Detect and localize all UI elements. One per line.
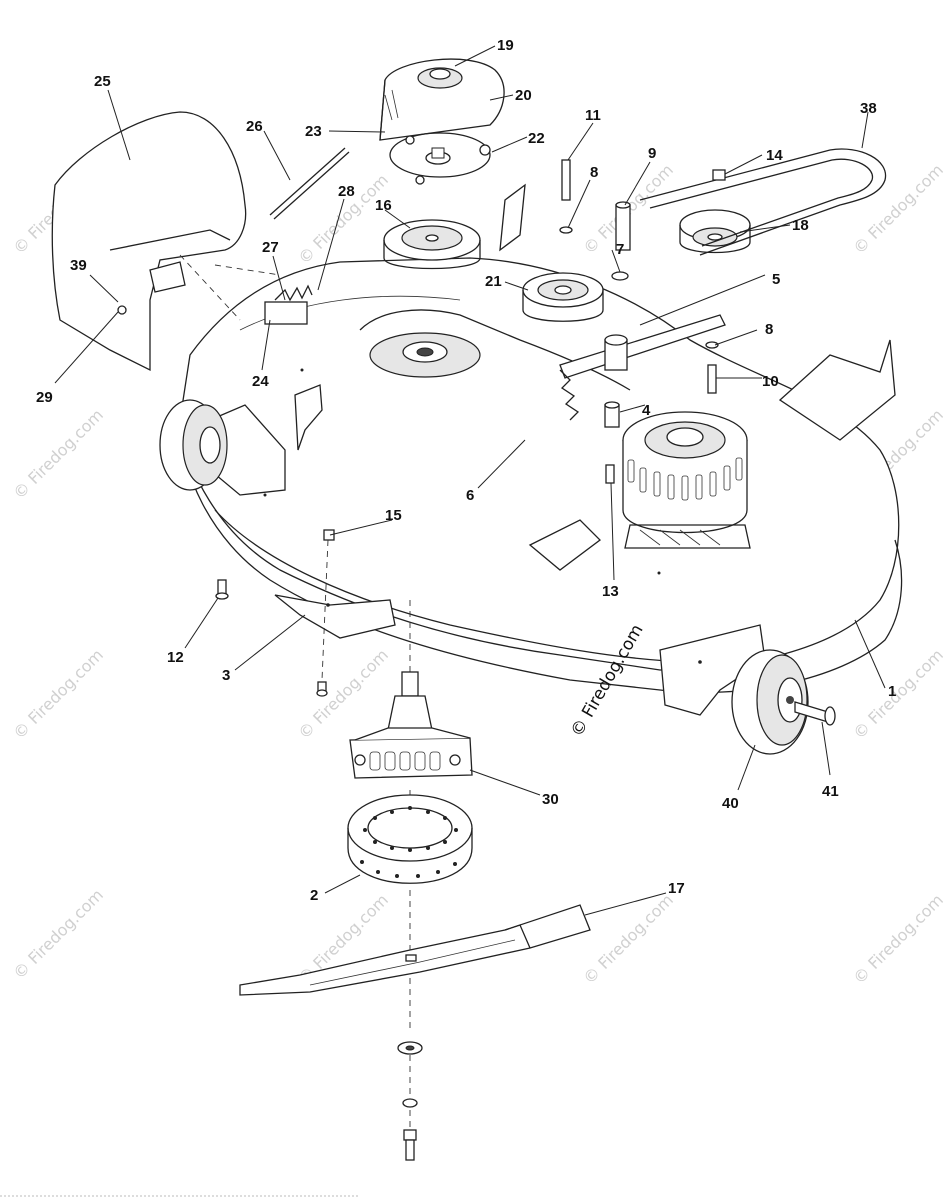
blade-adapter-ring — [347, 794, 473, 884]
callout-38: 38 — [860, 100, 877, 117]
main-pulley — [383, 219, 481, 270]
callout-4: 4 — [642, 402, 651, 419]
idler-pulley-right — [679, 209, 751, 254]
discharge-chute — [51, 111, 247, 372]
callout-13: 13 — [602, 583, 619, 600]
callout-5: 5 — [772, 271, 780, 288]
watermark: © Firedog.com — [849, 890, 943, 988]
watermark: © Firedog.com — [9, 405, 107, 503]
spindle-assembly — [349, 671, 473, 779]
callout-29: 29 — [36, 389, 53, 406]
callout-8-lower: 8 — [765, 321, 773, 338]
callout-39: 39 — [70, 257, 87, 274]
watermark: © Firedog.com — [849, 160, 943, 258]
callout-16: 16 — [375, 197, 392, 214]
watermark: © Firedog.com — [579, 890, 677, 988]
blade-hardware — [397, 1041, 423, 1161]
hardware — [215, 159, 726, 697]
front-left-wheel — [159, 399, 228, 491]
callout-9: 9 — [648, 145, 656, 162]
idler-pulley-center — [522, 272, 604, 322]
callout-21: 21 — [485, 273, 502, 290]
callout-6: 6 — [466, 487, 474, 504]
callout-2: 2 — [310, 887, 318, 904]
callout-15: 15 — [385, 507, 402, 524]
callout-40: 40 — [722, 795, 739, 812]
callout-41: 41 — [822, 783, 839, 800]
callout-11: 11 — [585, 107, 601, 124]
callout-1: 1 — [888, 683, 896, 700]
spindle-pulley-top — [405, 135, 491, 185]
callout-24: 24 — [252, 373, 269, 390]
callout-18: 18 — [792, 217, 809, 234]
callout-12: 12 — [167, 649, 184, 666]
callout-17: 17 — [668, 880, 685, 897]
rear-right-wheel — [731, 649, 809, 755]
callout-28: 28 — [338, 183, 355, 200]
drive-belt — [639, 148, 887, 256]
callout-8-upper: 8 — [590, 164, 598, 181]
callout-26: 26 — [246, 118, 263, 135]
callout-3: 3 — [222, 667, 230, 684]
callout-20: 20 — [515, 87, 532, 104]
callout-22: 22 — [528, 130, 545, 147]
watermark: © Firedog.com — [9, 885, 107, 983]
callout-10: 10 — [762, 373, 779, 390]
callout-23: 23 — [305, 123, 322, 140]
leader-lines — [54, 45, 886, 916]
springs — [264, 284, 580, 421]
rod — [269, 147, 350, 220]
watermark: © Firedog.com — [294, 645, 392, 743]
belt-guard-cover — [379, 58, 505, 178]
callout-27: 27 — [262, 239, 279, 256]
callout-14: 14 — [766, 147, 783, 164]
part-labels: 1 2 3 4 5 6 7 8 8 9 10 11 12 13 14 15 16… — [36, 37, 896, 904]
axle-bolt — [794, 701, 836, 726]
cutting-blade — [239, 904, 591, 996]
callout-19: 19 — [497, 37, 514, 54]
deck-shell — [179, 183, 903, 716]
callout-7: 7 — [616, 241, 624, 258]
watermark: © Firedog.com — [9, 645, 107, 743]
callout-30: 30 — [542, 791, 559, 808]
callout-25: 25 — [94, 73, 111, 90]
spindle-housing-right — [622, 411, 751, 549]
